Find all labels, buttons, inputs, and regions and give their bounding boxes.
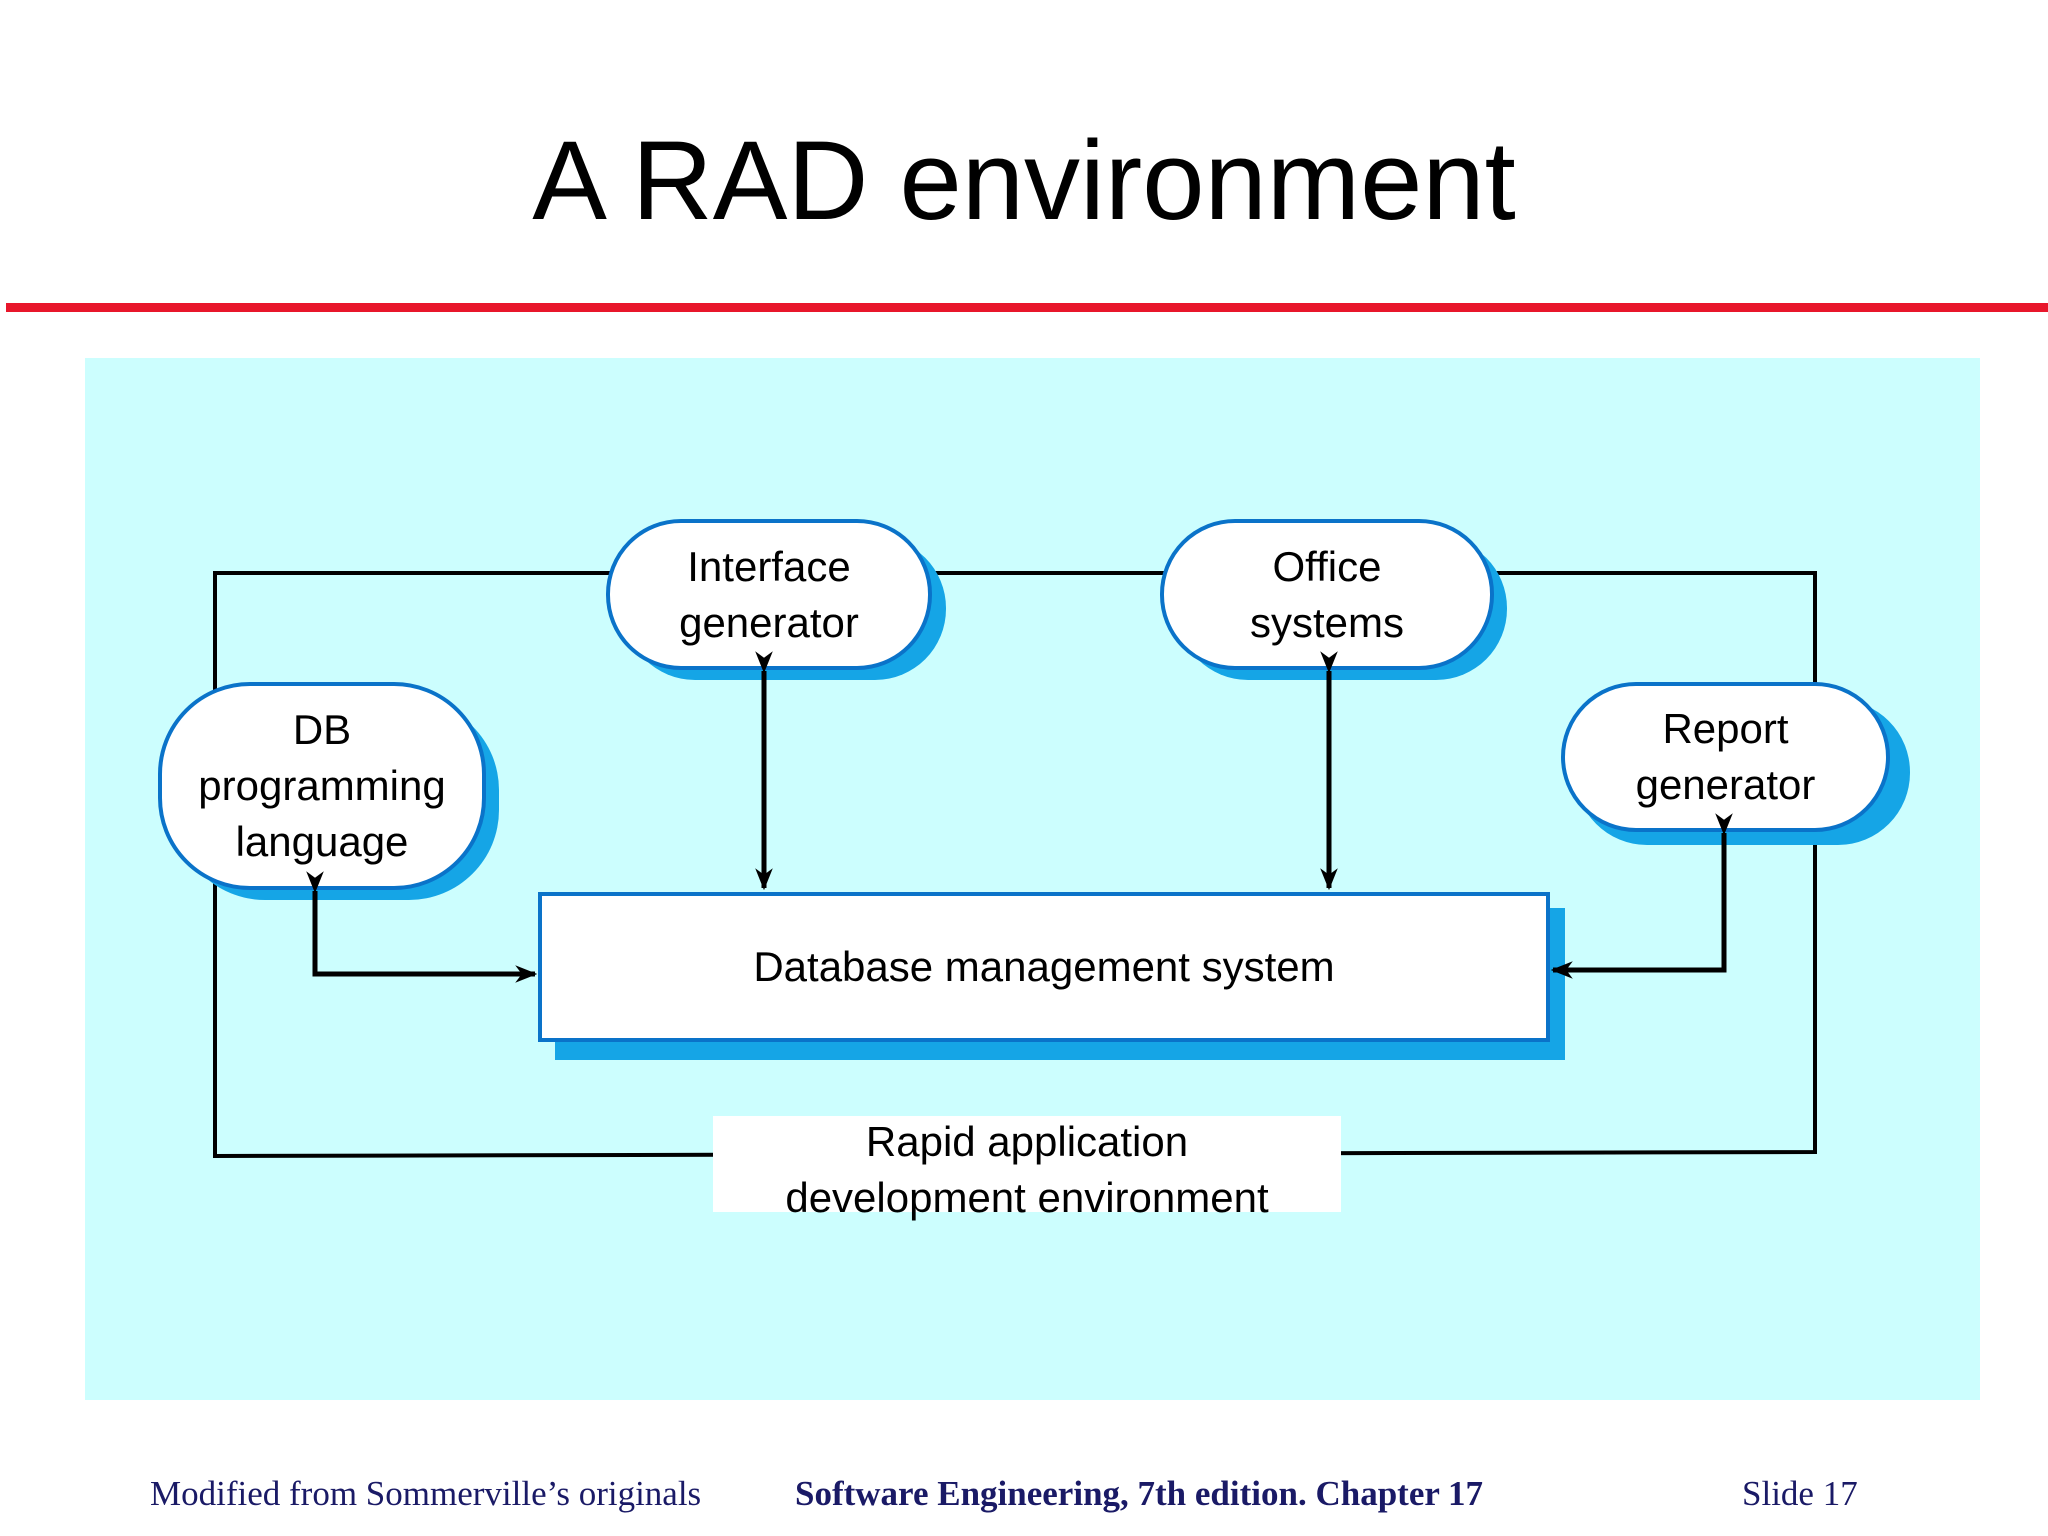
slide-title: A RAD environment xyxy=(532,118,1516,243)
dbms-label: Database management system xyxy=(753,943,1335,990)
footer-attribution: Modified from Sommerville’s originals xyxy=(150,1474,702,1513)
report-dbms-arrow xyxy=(1550,813,1733,979)
office-systems-label: Office systems xyxy=(1249,542,1404,646)
footer-slide-number: Slide 17 xyxy=(1742,1474,1858,1513)
db-language-label: DB programming language xyxy=(198,706,446,865)
footer-book-title: Software Engineering, 7th edition. Chapt… xyxy=(795,1474,1484,1513)
dbms-node xyxy=(538,892,1550,1042)
environment-label-box xyxy=(713,1116,1341,1212)
title-divider xyxy=(6,303,2048,312)
environment-label: Rapid application development environmen… xyxy=(785,1118,1269,1221)
interface-generator-label: Interface generator xyxy=(679,542,859,646)
report-generator-label: Report generator xyxy=(1635,705,1816,808)
db-language-dbms-arrow xyxy=(306,871,538,983)
